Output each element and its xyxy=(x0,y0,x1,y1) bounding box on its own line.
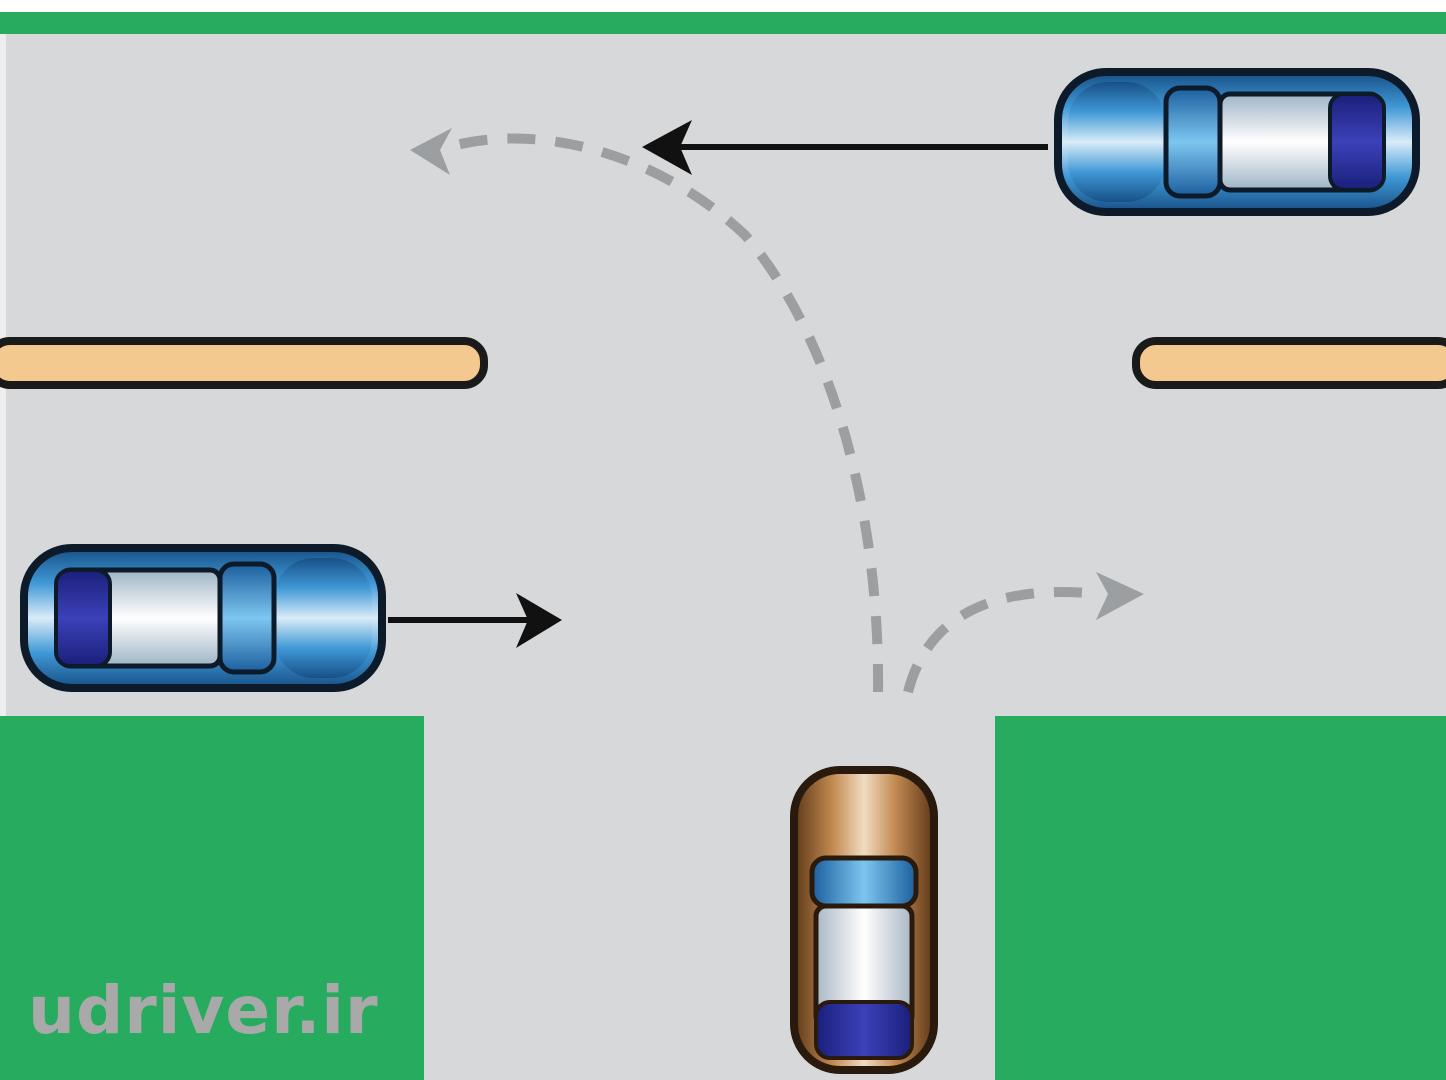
lane-marking-left xyxy=(0,337,488,389)
blue-car-top xyxy=(1054,68,1420,216)
car-windshield xyxy=(217,561,277,675)
car-hood xyxy=(274,558,372,678)
left-turn-dashed-arrowhead xyxy=(410,128,452,175)
watermark-text: udriver.ir xyxy=(28,972,379,1049)
right-turn-dashed-arrowhead xyxy=(1096,572,1144,620)
left-edge-white xyxy=(0,34,6,1080)
car-rear-window xyxy=(1328,92,1386,192)
car-rear-window xyxy=(814,1000,914,1060)
grass-block-right xyxy=(995,716,1446,1080)
car-windshield xyxy=(809,855,919,909)
right-turn-dashed-path xyxy=(903,587,1101,694)
left-turn-dashed-path xyxy=(443,133,884,693)
lane-marking-right xyxy=(1132,337,1446,389)
brown-car-bottom xyxy=(790,766,938,1074)
east-solid-arrowhead xyxy=(516,593,562,648)
west-solid-arrowhead xyxy=(642,120,692,175)
car-windshield xyxy=(1163,85,1223,199)
car-rear-window xyxy=(54,568,112,668)
top-curb-green xyxy=(0,12,1446,34)
grass-block-left xyxy=(0,716,424,1080)
blue-car-left xyxy=(20,544,386,692)
car-hood xyxy=(1068,82,1166,202)
top-edge-white xyxy=(0,0,1446,12)
